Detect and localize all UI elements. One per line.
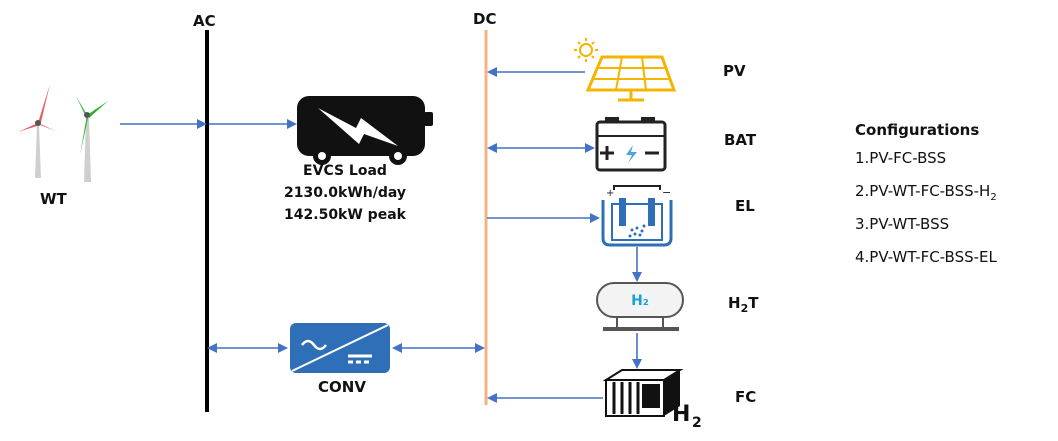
h2t-label-sub: 2 (740, 302, 749, 315)
configuration-item: 1.PV-FC-BSS (855, 147, 997, 180)
bat-label: BAT (724, 131, 757, 149)
electrolyzer-icon: + − (601, 185, 673, 247)
configuration-item: 2.PV-WT-FC-BSS-H2 (855, 180, 997, 213)
dc-bus-label: DC (473, 10, 497, 28)
load-name: EVCS Load (303, 163, 387, 179)
svg-text:+: + (606, 188, 614, 199)
pv-label: PV (723, 62, 746, 80)
configuration-text: 3.PV-WT-BSS (855, 215, 950, 233)
configuration-item: 3.PV-WT-BSS (855, 213, 997, 246)
fuel-cell-icon: H 2 (602, 369, 702, 431)
load-energy: 2130.0kWh/day (283, 185, 407, 201)
ev-load-icon (297, 96, 433, 165)
configuration-item: 4.PV-WT-FC-BSS-EL (855, 246, 997, 279)
fc-h-label: H (672, 402, 690, 427)
configuration-sub: 2 (990, 192, 997, 203)
configurations-panel: Configurations 1.PV-FC-BSS 2.PV-WT-FC-BS… (855, 121, 997, 279)
configuration-text: 2.PV-WT-FC-BSS-H (855, 182, 991, 200)
h2-tank-label: H₂ (631, 293, 649, 309)
battery-icon (595, 117, 667, 172)
h2-tank-icon: H₂ (596, 282, 684, 331)
evcs-load-info: EVCS Load 2130.0kWh/day 142.50kW peak (250, 160, 440, 226)
ac-bus-label: AC (193, 12, 216, 30)
fc-h-subscript: 2 (692, 415, 702, 431)
svg-text:−: − (662, 186, 671, 199)
el-label: EL (735, 197, 755, 215)
pv-panel-icon (574, 38, 677, 102)
conv-label: CONV (318, 378, 366, 396)
configuration-text: 4.PV-WT-FC-BSS-EL (855, 248, 997, 266)
converter-icon (290, 323, 390, 373)
wt-label: WT (40, 190, 67, 208)
h2t-label-main: H (728, 294, 741, 312)
wind-turbine-icon (18, 84, 108, 182)
fc-label: FC (735, 388, 757, 406)
h2t-label: H2T (728, 294, 759, 315)
configurations-title: Configurations (855, 121, 980, 139)
configuration-text: 1.PV-FC-BSS (855, 149, 947, 167)
h2t-label-suffix: T (748, 294, 759, 312)
load-peak: 142.50kW peak (284, 207, 406, 223)
